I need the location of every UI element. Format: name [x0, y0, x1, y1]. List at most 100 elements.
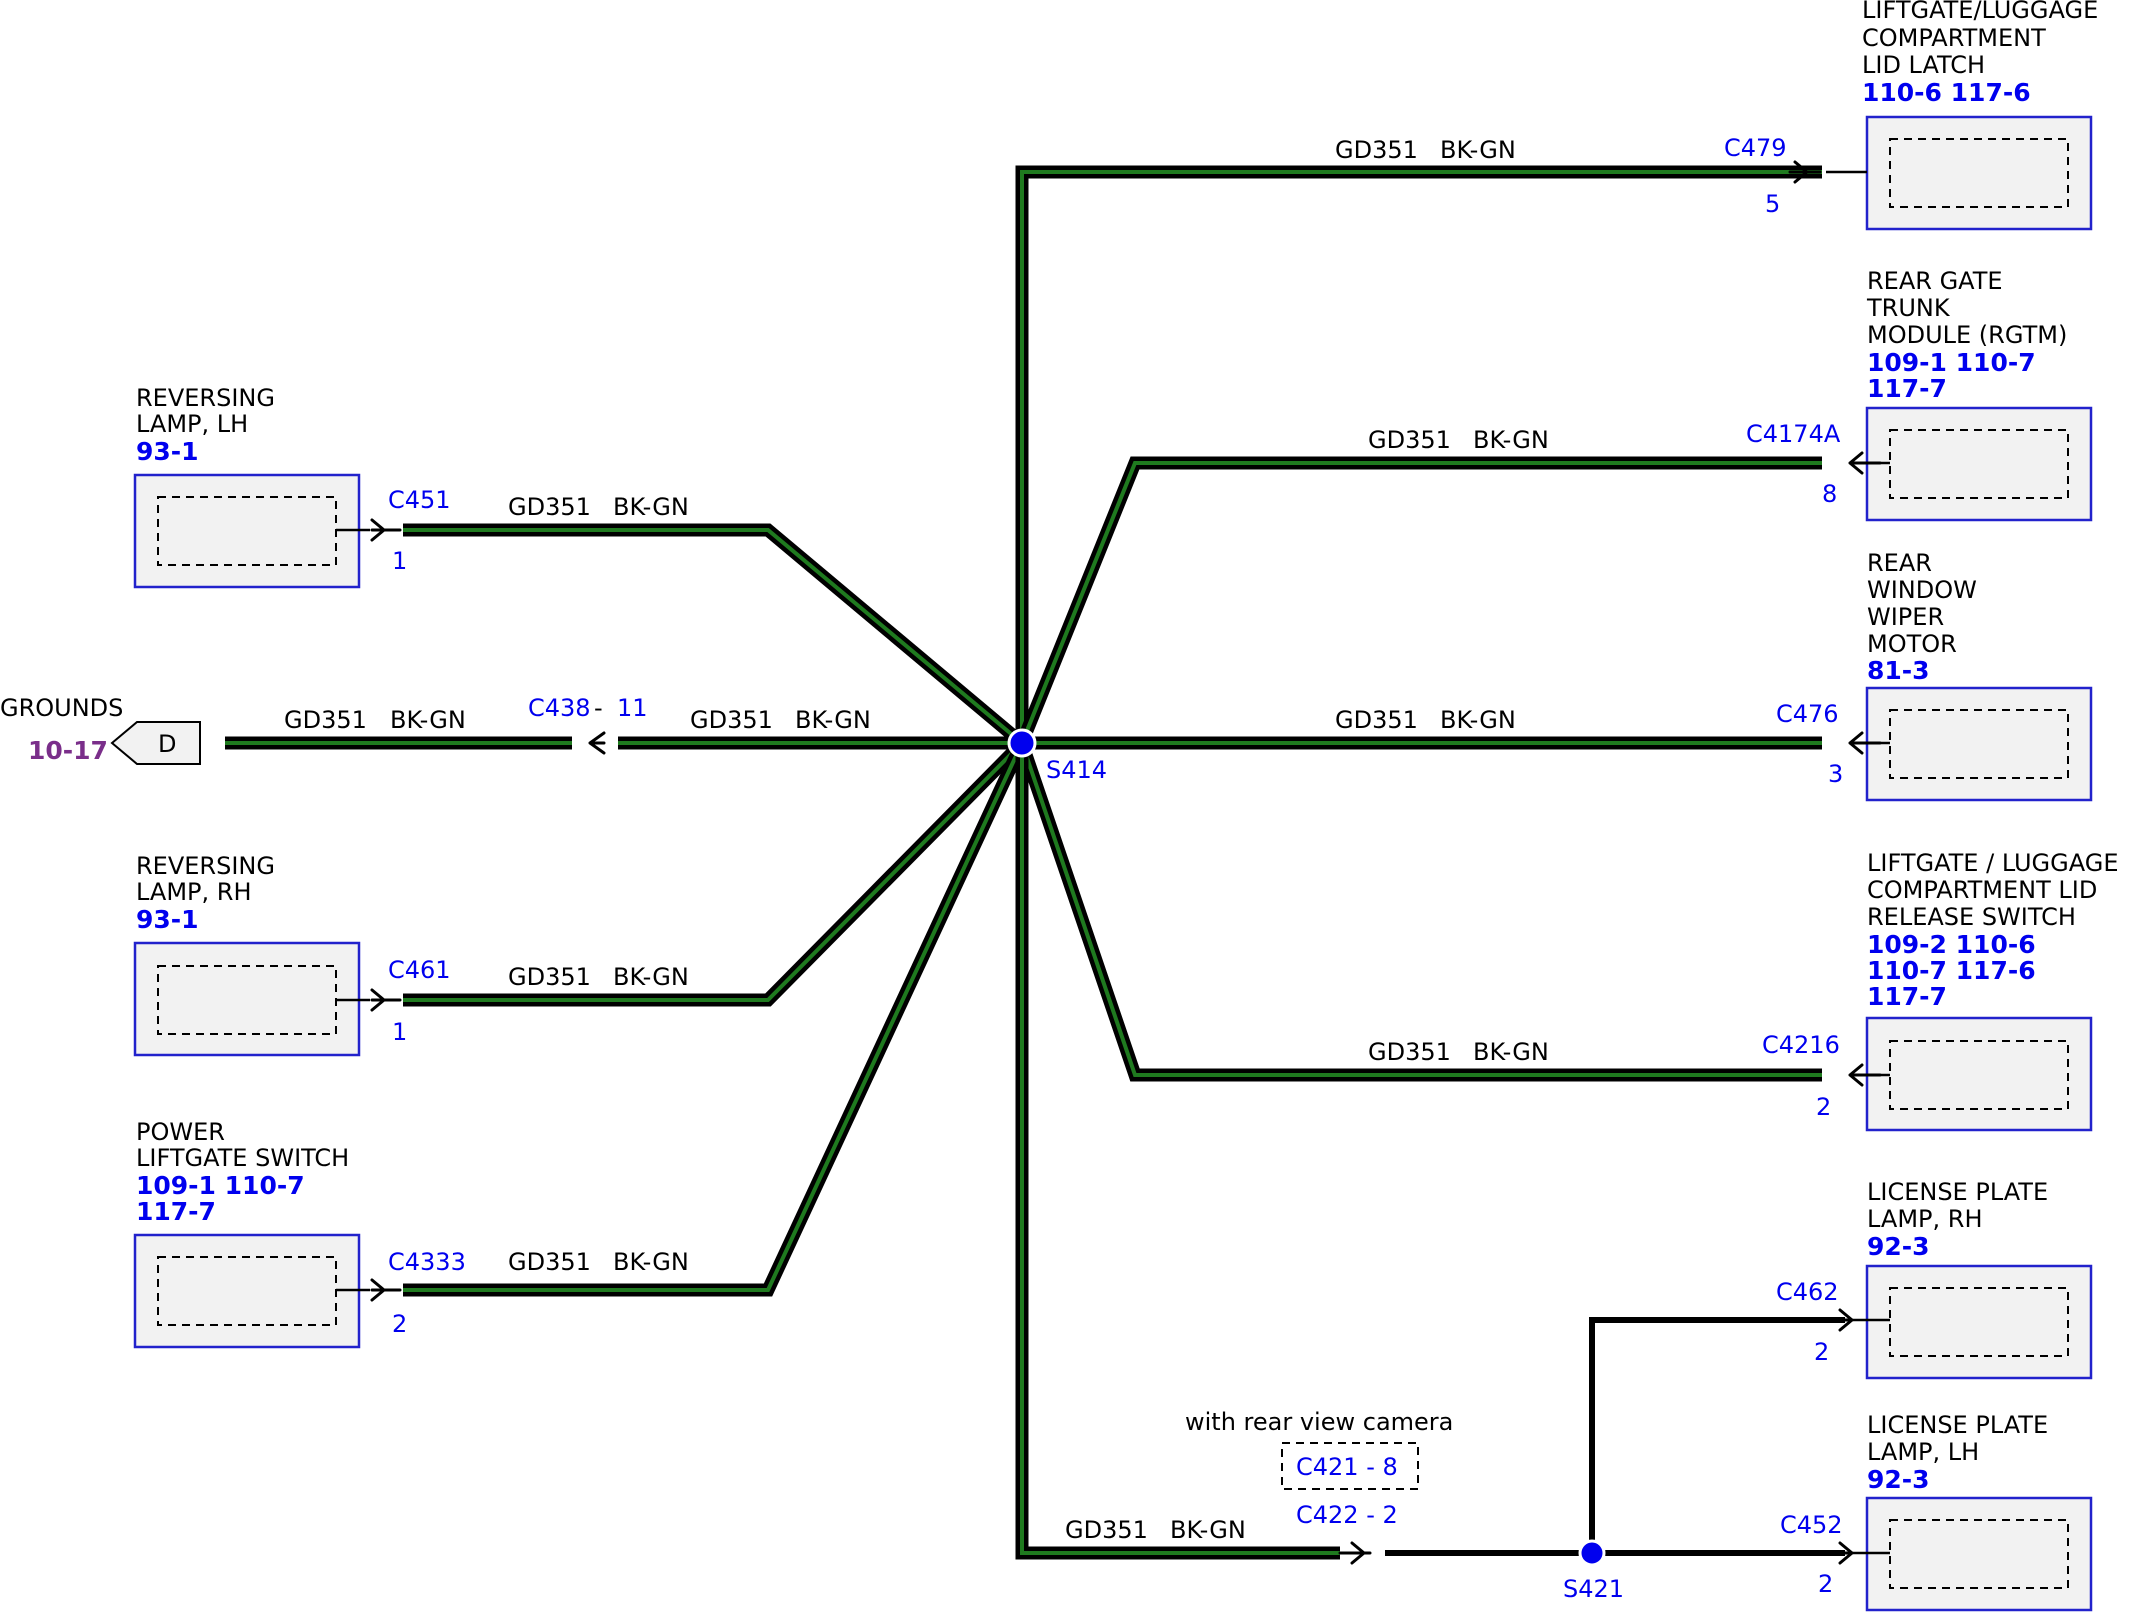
ground-connector-d[interactable] — [110, 721, 201, 765]
component-inner — [1889, 1287, 2069, 1357]
wire-to-c4216[interactable] — [1015, 740, 1822, 1082]
page-ref-link[interactable]: 93-1 — [136, 437, 199, 466]
connector-label: C451 — [388, 486, 451, 514]
component-title: MODULE (RGTM) — [1867, 321, 2067, 349]
connector-arrow-icon — [1820, 1308, 1854, 1332]
connector-label: C452 — [1780, 1511, 1843, 1539]
connector-label: C4174A — [1746, 420, 1841, 448]
component-title: MOTOR — [1867, 630, 1957, 658]
component-box — [1865, 406, 2093, 522]
component-box — [1865, 686, 2093, 802]
wire-label-color: BK-GN — [390, 706, 466, 734]
component-inner — [1889, 429, 2069, 499]
wire-label-color: BK-GN — [795, 706, 871, 734]
c438-label: C438 — [528, 694, 591, 722]
connector-arrow-icon — [1848, 731, 1882, 755]
component-inner — [1889, 1040, 2069, 1110]
page-ref-link[interactable]: 117-7 — [1867, 982, 1947, 1011]
ground-block: GROUNDS 10-17 D C438 - 11 — [0, 694, 648, 765]
component-box — [133, 473, 361, 589]
component-inner — [1889, 709, 2069, 779]
connector-label: C4333 — [388, 1248, 466, 1276]
ground-connector-letter: D — [158, 730, 176, 758]
component-box — [133, 941, 361, 1057]
connector-arrow-icon — [1848, 451, 1882, 475]
wire-label-color: BK-GN — [613, 493, 689, 521]
connector-label: C4216 — [1762, 1031, 1840, 1059]
wire-label-circuit: GD351 — [508, 1248, 591, 1276]
component-lid-release-switch[interactable]: LIFTGATE / LUGGAGE COMPARTMENT LID RELEA… — [1762, 849, 2119, 1132]
component-box — [1865, 1264, 2093, 1380]
component-inner — [1889, 138, 2069, 208]
component-reversing-lamp-lh[interactable]: REVERSING LAMP, LH 93-1 C451 1 — [133, 384, 451, 589]
component-inner — [1889, 1519, 2069, 1589]
wire-to-c461[interactable] — [403, 738, 1027, 1007]
page-ref-link[interactable]: 81-3 — [1867, 656, 1930, 685]
pin-number: 1 — [392, 1018, 407, 1046]
wire-label-circuit: GD351 — [508, 493, 591, 521]
wire-labels: GD351 BK-GN GD351 BK-GN GD351 BK-GN GD35… — [284, 136, 1549, 1544]
component-title: LAMP, LH — [1867, 1438, 1979, 1466]
component-rear-gate-trunk-module[interactable]: REAR GATE TRUNK MODULE (RGTM) 109-1 110-… — [1746, 267, 2093, 522]
component-title: RELEASE SWITCH — [1867, 903, 2076, 931]
component-title: REAR — [1867, 549, 1932, 577]
camera-option-block: with rear view camera C421 - 8 C422 - 2 — [1185, 1408, 1453, 1565]
connector-arrow-icon — [1788, 160, 1822, 184]
component-rear-window-wiper-motor[interactable]: REAR WINDOW WIPER MOTOR 81-3 C476 3 — [1776, 549, 2093, 802]
page-ref-link[interactable]: 117-7 — [1867, 374, 1947, 403]
ground-page-ref[interactable]: 10-17 — [28, 736, 108, 765]
pin-number: 3 — [1828, 760, 1843, 788]
page-ref-link[interactable]: 109-2 110-6 — [1867, 930, 2036, 959]
connector-arrow-icon — [370, 518, 402, 542]
wire-label-circuit: GD351 — [1335, 706, 1418, 734]
c438-arrow-icon — [588, 731, 606, 755]
ground-title: GROUNDS — [0, 694, 123, 722]
connector-label: C462 — [1776, 1278, 1839, 1306]
pin-number: 2 — [392, 1310, 407, 1338]
component-box — [133, 1233, 361, 1349]
component-title: REAR GATE — [1867, 267, 2003, 295]
wire-label-circuit: GD351 — [1065, 1516, 1148, 1544]
component-license-plate-lamp-rh[interactable]: LICENSE PLATE LAMP, RH 92-3 C462 2 — [1776, 1178, 2093, 1380]
wire-label-circuit: GD351 — [690, 706, 773, 734]
page-ref-link[interactable]: 117-7 — [136, 1197, 216, 1226]
wire-to-c4333[interactable] — [403, 740, 1028, 1297]
component-reversing-lamp-rh[interactable]: REVERSING LAMP, RH 93-1 C461 1 — [133, 852, 451, 1057]
camera-option-dashed-box — [1281, 1442, 1419, 1490]
wire-label-color: BK-GN — [613, 963, 689, 991]
splice-s414[interactable] — [1007, 728, 1037, 758]
c422-label: C422 - 2 — [1296, 1501, 1398, 1529]
wire-s421-to-c462[interactable] — [1589, 1317, 1845, 1553]
component-liftgate-lid-latch[interactable]: LIFTGATE/LUGGAGE COMPARTMENT LID LATCH 1… — [1724, 0, 2098, 231]
component-title: LICENSE PLATE — [1867, 1178, 2048, 1206]
wire-label-color: BK-GN — [1440, 706, 1516, 734]
c438-pin: 11 — [617, 694, 648, 722]
component-power-liftgate-switch[interactable]: POWER LIFTGATE SWITCH 109-1 110-7 117-7 … — [133, 1118, 466, 1349]
wire-to-c4174a[interactable] — [1015, 456, 1822, 746]
wire-label-color: BK-GN — [613, 1248, 689, 1276]
pin-number: 2 — [1816, 1093, 1831, 1121]
component-title: LAMP, RH — [1867, 1205, 1983, 1233]
component-box — [1865, 1016, 2093, 1132]
page-ref-link[interactable]: 110-6 117-6 — [1862, 78, 2031, 107]
component-title: LIFTGATE / LUGGAGE — [1867, 849, 2119, 877]
component-title: WINDOW — [1867, 576, 1977, 604]
page-ref-link[interactable]: 92-3 — [1867, 1232, 1930, 1261]
camera-option-note: with rear view camera — [1185, 1408, 1453, 1436]
wire-label-color: BK-GN — [1473, 426, 1549, 454]
page-ref-link[interactable]: 92-3 — [1867, 1465, 1930, 1494]
wire-label-circuit: GD351 — [284, 706, 367, 734]
pin-number: 8 — [1822, 480, 1837, 508]
component-title: POWER — [136, 1118, 225, 1146]
page-ref-link[interactable]: 109-1 110-7 — [136, 1171, 305, 1200]
page-ref-link[interactable]: 109-1 110-7 — [1867, 348, 2036, 377]
component-title: REVERSING — [136, 852, 275, 880]
splice-s421[interactable] — [1578, 1539, 1606, 1567]
page-ref-link[interactable]: 93-1 — [136, 905, 199, 934]
component-license-plate-lamp-lh[interactable]: LICENSE PLATE LAMP, LH 92-3 C452 2 — [1780, 1411, 2093, 1612]
page-ref-link[interactable]: 110-7 117-6 — [1867, 956, 2036, 985]
component-title: LAMP, RH — [136, 878, 252, 906]
component-title: LIFTGATE/LUGGAGE — [1862, 0, 2098, 24]
wire-label-circuit: GD351 — [508, 963, 591, 991]
component-title: LIFTGATE SWITCH — [136, 1144, 349, 1172]
